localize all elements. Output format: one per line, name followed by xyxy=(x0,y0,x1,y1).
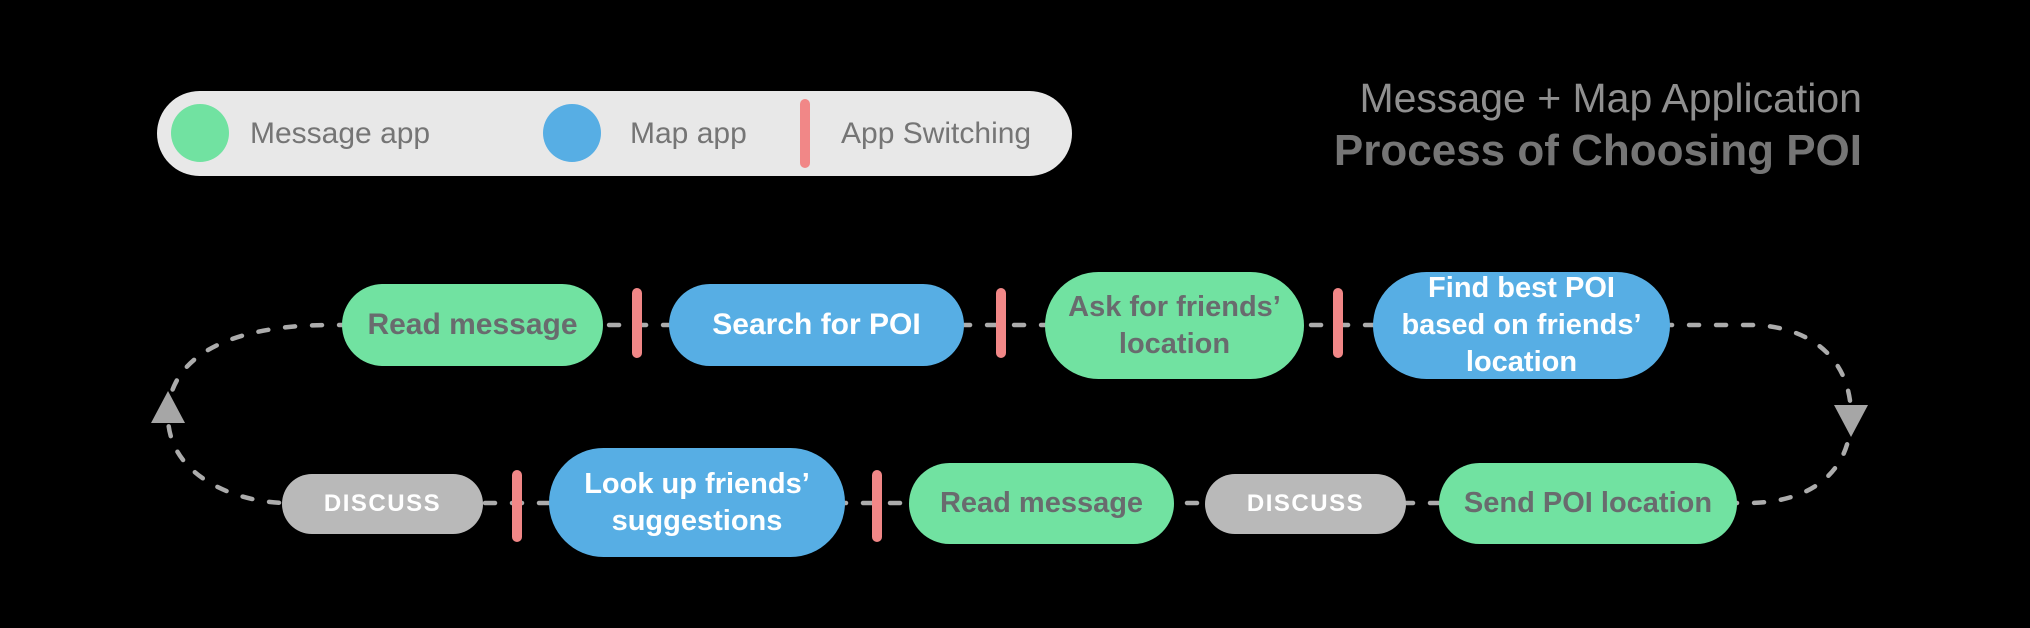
loop-arrow-up-icon xyxy=(151,391,185,423)
step-read-message-top: Read message xyxy=(342,284,603,366)
legend-label-message-app: Message app xyxy=(250,116,431,150)
step-discuss-1: DISCUSS xyxy=(282,474,483,534)
step-find-best-poi: Find best POI based on friends’ location xyxy=(1373,272,1670,379)
legend-label-app-switching: App Switching xyxy=(841,116,1032,150)
legend-label-map-app: Map app xyxy=(630,116,747,150)
legend-dot-map-app-icon xyxy=(543,104,601,162)
app-switch-bar xyxy=(1333,288,1343,358)
step-discuss-2: DISCUSS xyxy=(1205,474,1406,534)
legend: Message app Map app App Switching xyxy=(157,91,1072,176)
step-search-for-poi: Search for POI xyxy=(669,284,964,366)
diagram-title: Message + Map Application Process of Cho… xyxy=(1334,74,1862,176)
step-ask-for-friends-location: Ask for friends’ location xyxy=(1045,272,1304,379)
app-switch-bar xyxy=(512,470,522,542)
step-send-poi-location: Send POI location xyxy=(1439,463,1737,544)
title-line2: Process of Choosing POI xyxy=(1333,126,1862,175)
legend-dot-message-app-icon xyxy=(171,104,229,162)
app-switch-bar xyxy=(996,288,1006,358)
app-switch-bar xyxy=(872,470,882,542)
loop-arrow-down-icon xyxy=(1834,405,1868,437)
step-look-up-friends-suggestions: Look up friends’ suggestions xyxy=(549,448,845,557)
title-line1: Message + Map Application xyxy=(1359,75,1862,121)
step-read-message-bottom: Read message xyxy=(909,463,1174,544)
app-switch-bar xyxy=(632,288,642,358)
legend-bar-app-switching-icon xyxy=(800,99,810,168)
